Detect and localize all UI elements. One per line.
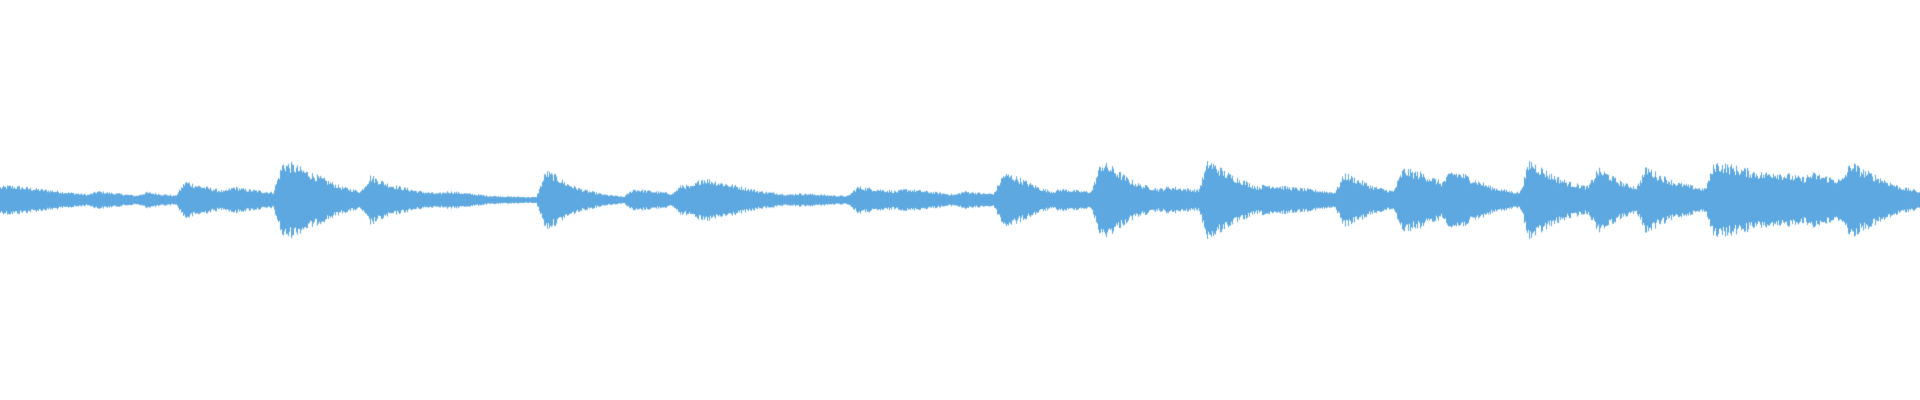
- audio-waveform[interactable]: [0, 0, 1920, 400]
- waveform-canvas[interactable]: [0, 0, 1920, 400]
